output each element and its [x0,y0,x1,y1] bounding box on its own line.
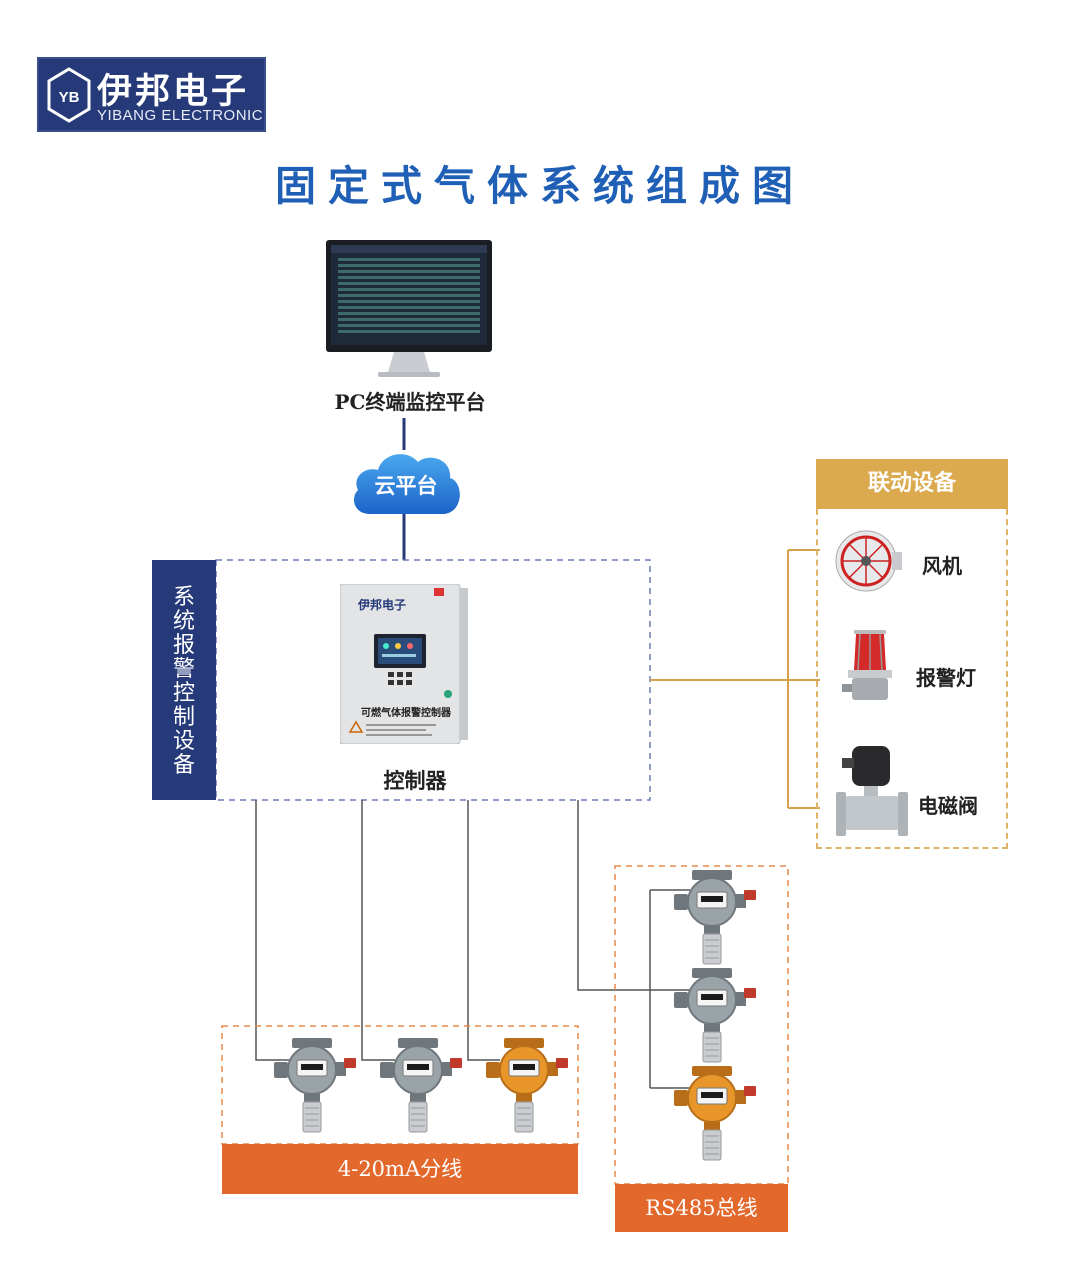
cloud-label: 云平台 [374,474,438,498]
brand-logo: YB 伊邦电子 YIBANG ELECTRONIC [37,57,266,132]
gas-detector-icon [486,1036,570,1140]
linkage-header: 联动设备 [816,459,1008,509]
monitor-icon [326,240,492,377]
gas-detector-icon [674,1064,758,1168]
linkage-box [816,509,1008,849]
page-title: 固定式气体系统组成图 [275,162,805,210]
cloud-icon [354,454,460,514]
svg-text:YB: YB [59,89,80,106]
brand-name-cn: 伊邦电子 [97,72,250,112]
linkage-item-label: 电磁阀 [918,794,978,818]
gas-detector-icon [674,868,758,972]
controller-label: 控制器 [383,768,447,793]
system-label: 系统报警控制设备 [172,585,195,778]
fan-icon [835,530,902,592]
system-label-box: 系统报警控制设备 [152,560,216,800]
gas-detector-icon [380,1036,464,1140]
linkage-item-label: 报警灯 [916,666,976,690]
solenoid-valve-icon [836,746,908,836]
gas-detector-icon [674,966,758,1070]
bus-label: RS485总线 [615,1184,788,1232]
pc-label: PC终端监控平台 [334,390,486,414]
linkage-item-label: 风机 [922,554,962,578]
gas-detector-icon [274,1036,358,1140]
controller-device-name: 可燃气体报警控制器 [361,708,451,719]
analog-label: 4-20mA分线 [222,1144,578,1194]
alarm-light-icon [842,630,892,700]
controller-brand: 伊邦电子 [357,598,406,612]
logo-hexagon-icon: YB [47,67,91,123]
controller-device [340,584,468,744]
brand-name-en: YIBANG ELECTRONIC [97,107,264,124]
